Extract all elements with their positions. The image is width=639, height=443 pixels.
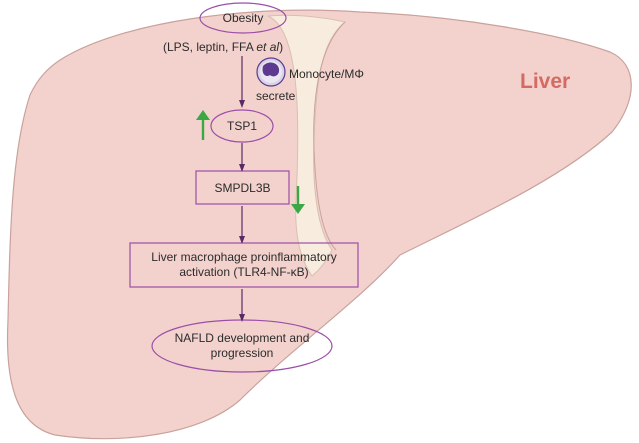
monocyte-label: Monocyte/MΦ [289, 67, 364, 81]
macrophage-line2: activation (TLR4-NF-κB) [179, 265, 309, 279]
factors-italic: et al [256, 40, 280, 54]
liver-label: Liver [520, 70, 571, 93]
factors-suffix: ) [279, 40, 284, 54]
smpdl3b-label: SMPDL3B [214, 181, 271, 195]
obesity-node [199, 2, 287, 34]
factors-prefix: (LPS, leptin, FFA [163, 40, 257, 54]
nafld-label: NAFLD development and progression [152, 331, 332, 361]
secrete-label: secrete [256, 89, 296, 103]
nafld-line2: progression [210, 346, 274, 360]
nafld-line1: NAFLD development and [174, 331, 310, 345]
monocyte-cell-icon [256, 57, 286, 87]
macrophage-label: Liver macrophage proinflammatory activat… [130, 250, 358, 280]
down-arrow-icon [291, 186, 305, 214]
tsp1-node [210, 109, 274, 143]
up-arrow-icon [196, 110, 210, 140]
factors-label: (LPS, leptin, FFA et al) [163, 40, 283, 54]
right-lobe-outline [313, 21, 346, 251]
obesity-label: Obesity [222, 11, 264, 25]
macrophage-line1: Liver macrophage proinflammatory [151, 250, 337, 264]
tsp1-label: TSP1 [226, 119, 257, 133]
